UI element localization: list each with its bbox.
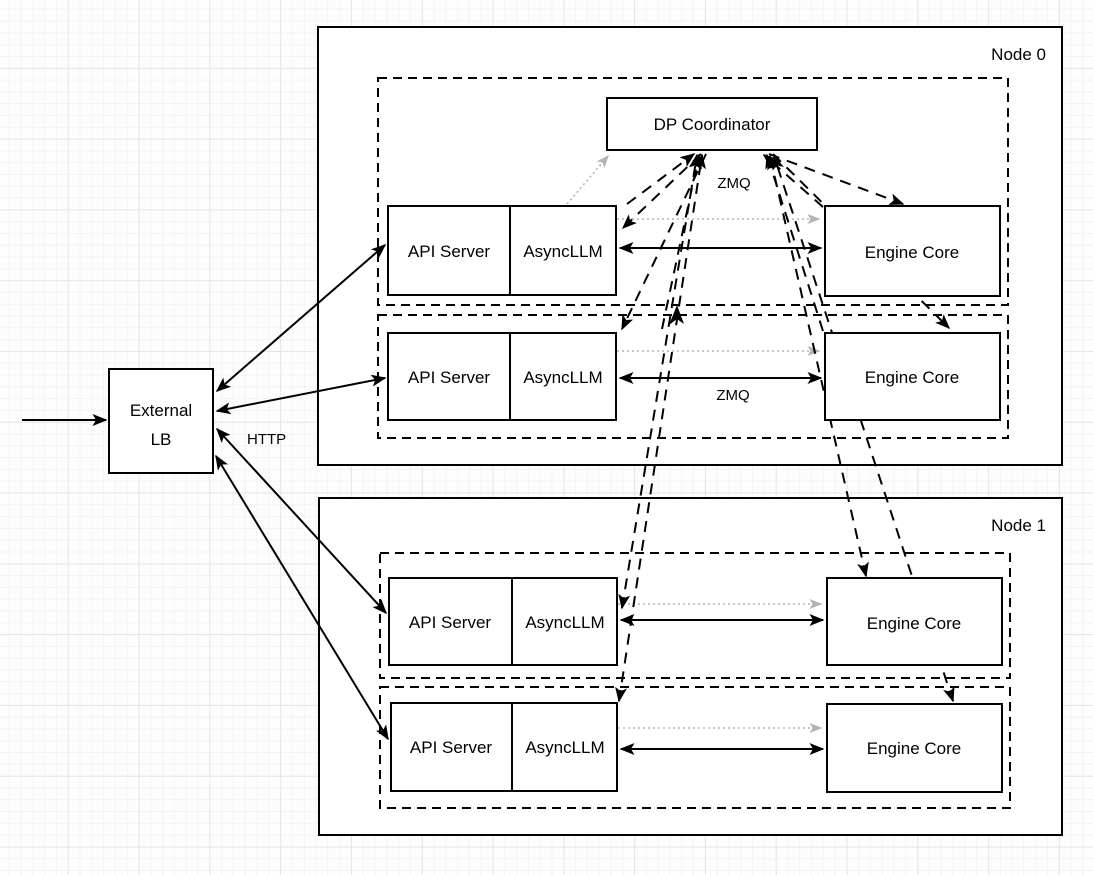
engine-core-label: Engine Core xyxy=(865,243,960,262)
node0-row2: API Server AsyncLLM Engine Core xyxy=(387,332,1001,421)
dp-coordinator-label: DP Coordinator xyxy=(654,115,771,134)
api-asyncllm-box xyxy=(387,332,617,421)
zmq-label-engine: ZMQ xyxy=(716,387,749,404)
asyncllm-label: AsyncLLM xyxy=(523,368,602,387)
dp-coordinator-box: DP Coordinator xyxy=(606,97,818,151)
external-lb-rect xyxy=(108,368,214,474)
zmq-label-coordinator: ZMQ xyxy=(717,175,750,192)
asyncllm-label: AsyncLLM xyxy=(525,738,604,757)
node1-row1: API Server AsyncLLM Engine Core xyxy=(388,577,1003,666)
lb-arrow-node1-row2 xyxy=(215,454,389,741)
asyncllm-label: AsyncLLM xyxy=(525,613,604,632)
engine-core-box xyxy=(824,205,1001,297)
dashed-arrow-coordinator-llm1r2 xyxy=(615,153,706,703)
edges xyxy=(22,153,955,755)
dashed-arrowhead-mid xyxy=(669,305,684,325)
dp-coordinator-rect xyxy=(606,97,818,151)
api-asyncllm-box xyxy=(390,702,618,792)
engine-core-box xyxy=(824,332,1001,421)
engine-core-label: Engine Core xyxy=(867,739,962,758)
dotted-arrow-llm-to-coordinator xyxy=(566,154,609,205)
http-label: HTTP xyxy=(247,431,286,448)
node0-label: Node 0 xyxy=(991,45,1046,64)
engine-core-box xyxy=(826,577,1003,666)
api-asyncllm-box xyxy=(388,577,618,666)
engine-core-label: Engine Core xyxy=(867,614,962,633)
node1-label: Node 1 xyxy=(991,516,1046,535)
api-server-label: API Server xyxy=(408,242,491,261)
external-lb-box: External LB xyxy=(108,368,214,474)
api-asyncllm-box xyxy=(387,205,617,296)
api-server-label: API Server xyxy=(409,613,492,632)
engine-core-box xyxy=(826,703,1003,793)
lb-arrow-node0-row2 xyxy=(215,374,387,415)
engine-core-label: Engine Core xyxy=(865,368,960,387)
external-lb-label-line1: External xyxy=(130,401,192,420)
node1-row2: API Server AsyncLLM Engine Core xyxy=(390,702,1003,793)
lb-arrow-node0-row1 xyxy=(215,244,387,392)
external-lb-label-line2: LB xyxy=(151,430,172,449)
api-server-label: API Server xyxy=(408,368,491,387)
node0-row1: API Server AsyncLLM Engine Core xyxy=(387,205,1001,297)
api-server-label: API Server xyxy=(410,738,493,757)
asyncllm-label: AsyncLLM xyxy=(523,242,602,261)
